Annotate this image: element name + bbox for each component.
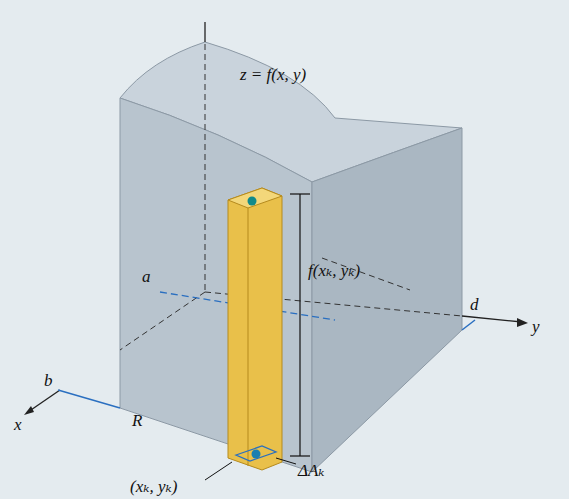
region-label: R <box>132 412 142 429</box>
dimension-tick <box>290 193 310 194</box>
axis-bound: a <box>142 268 151 285</box>
column-edge <box>248 208 249 466</box>
surface-point <box>248 197 257 206</box>
axis-bound: b <box>44 372 53 389</box>
axis-label: y <box>532 318 540 335</box>
y-axis <box>462 316 522 322</box>
base-point <box>252 450 261 459</box>
area-element <box>236 446 276 461</box>
x-axis-hidden <box>120 292 205 350</box>
z-axis-hidden <box>205 44 206 292</box>
height-label: f(xₖ, yₖ) <box>308 262 360 279</box>
column <box>228 188 282 470</box>
point-label: (xₖ, yₖ) <box>130 478 177 495</box>
surface-label: z = f(x, y) <box>240 66 306 83</box>
front-face <box>120 98 312 472</box>
region-edge <box>58 390 120 408</box>
arrowhead <box>517 318 528 327</box>
dimension-tick <box>290 455 310 456</box>
column-top <box>228 188 282 208</box>
axis-bound: d <box>470 296 479 313</box>
arrowhead <box>24 406 34 415</box>
leader-line <box>276 458 296 464</box>
leader-line <box>205 462 232 480</box>
x-axis <box>28 390 60 412</box>
region-edge <box>462 320 475 330</box>
side-face <box>312 128 462 472</box>
area-label: ΔAₖ <box>298 462 325 479</box>
dimension-line <box>299 194 300 456</box>
z-axis <box>204 22 205 42</box>
axis-label: x <box>14 416 22 433</box>
